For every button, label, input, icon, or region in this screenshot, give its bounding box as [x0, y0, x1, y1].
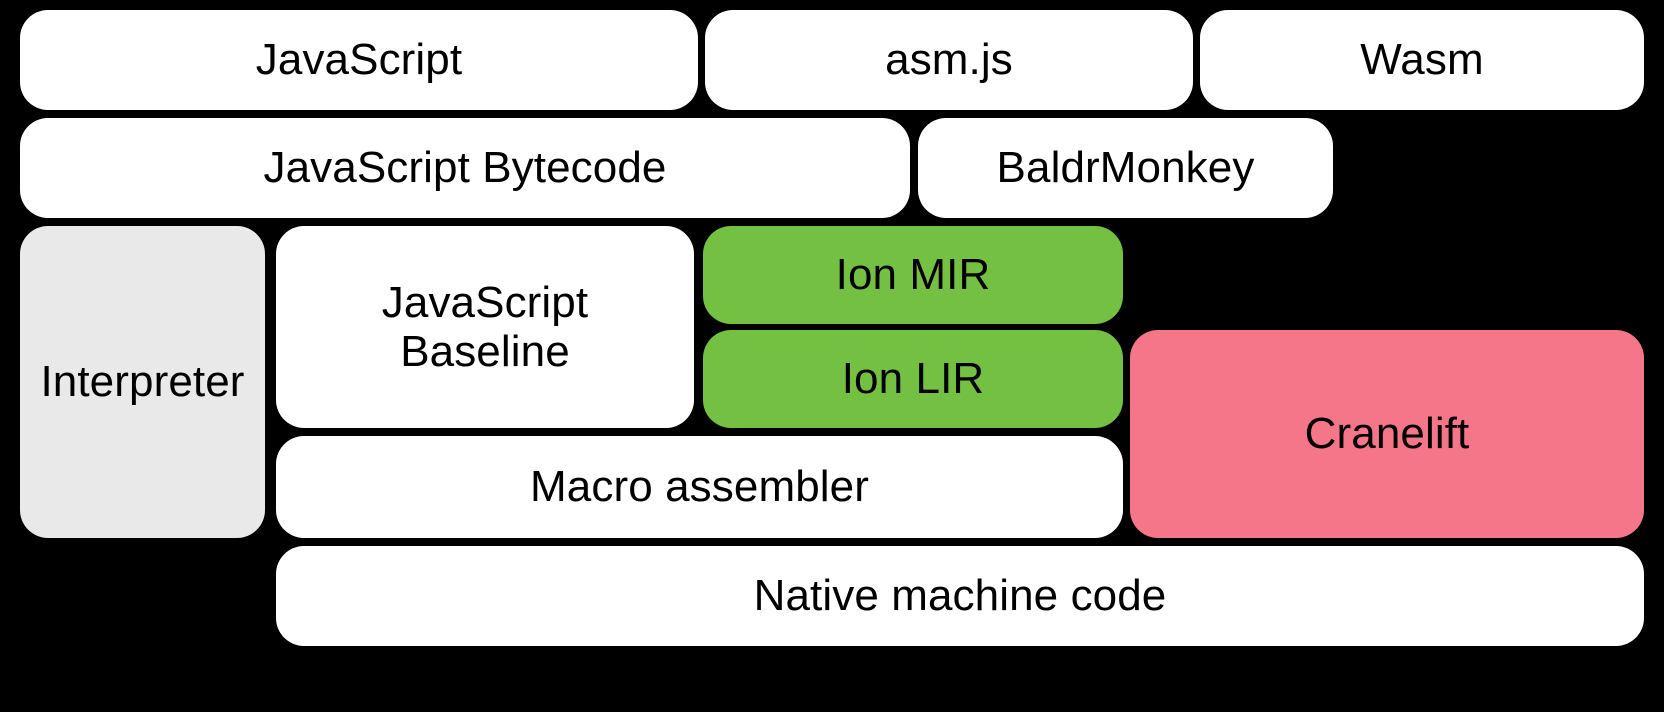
node-ion-mir[interactable]: Ion MIR — [703, 226, 1123, 324]
node-wasm[interactable]: Wasm — [1200, 10, 1644, 110]
node-label-cranelift: Cranelift — [1304, 409, 1470, 459]
node-macro-assembler[interactable]: Macro assembler — [276, 436, 1123, 538]
node-asm-js[interactable]: asm.js — [705, 10, 1193, 110]
node-label-interpreter: Interpreter — [40, 357, 245, 407]
node-label-wasm: Wasm — [1360, 35, 1484, 85]
node-cranelift[interactable]: Cranelift — [1130, 330, 1644, 538]
node-label-javascript-baseline: JavaScript Baseline — [381, 277, 589, 376]
node-label-baldrmonkey: BaldrMonkey — [996, 143, 1255, 193]
node-label-native-machine-code: Native machine code — [753, 571, 1167, 621]
node-javascript-baseline[interactable]: JavaScript Baseline — [276, 226, 694, 428]
node-label-asm-js: asm.js — [885, 35, 1013, 85]
node-label-javascript-bytecode: JavaScript Bytecode — [263, 143, 667, 193]
node-interpreter[interactable]: Interpreter — [20, 226, 265, 538]
node-javascript-bytecode[interactable]: JavaScript Bytecode — [20, 118, 910, 218]
node-ion-lir[interactable]: Ion LIR — [703, 330, 1123, 428]
node-label-ion-mir: Ion MIR — [835, 250, 991, 300]
node-baldrmonkey[interactable]: BaldrMonkey — [918, 118, 1333, 218]
node-native-machine-code[interactable]: Native machine code — [276, 546, 1644, 646]
node-label-macro-assembler: Macro assembler — [530, 462, 869, 512]
node-label-javascript: JavaScript — [255, 35, 463, 85]
node-javascript[interactable]: JavaScript — [20, 10, 698, 110]
node-label-ion-lir: Ion LIR — [841, 354, 985, 404]
